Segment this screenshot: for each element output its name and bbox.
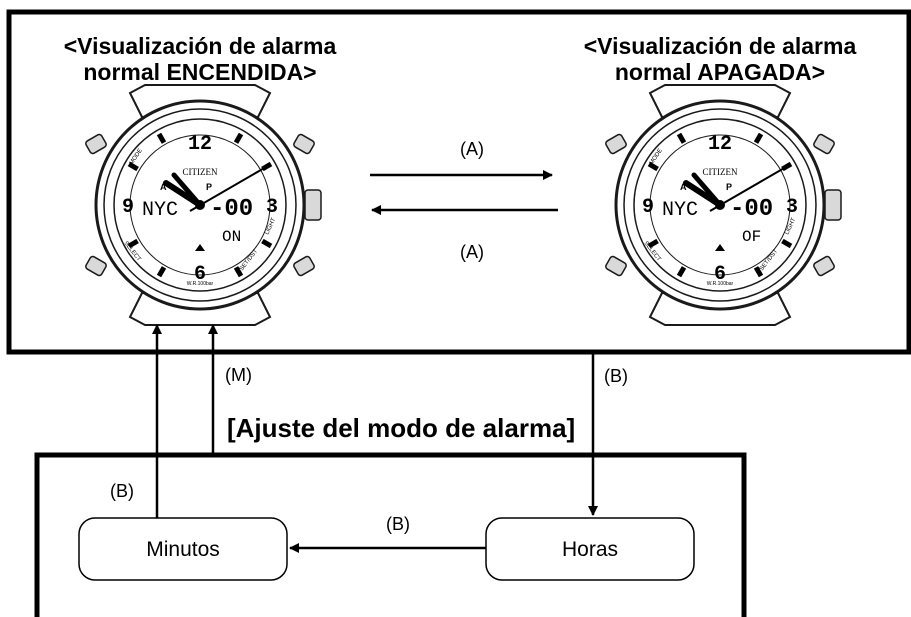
- pusher-bottom-right: [293, 255, 315, 277]
- hour-mark-6: 6: [714, 263, 726, 286]
- hand-pivot: [715, 200, 725, 210]
- label-b-left: (B): [110, 481, 134, 501]
- left-title-line2: normal ENCENDIDA>: [83, 59, 316, 85]
- alarm-bell-icon: [195, 244, 205, 251]
- depth-rating: W.R.100bar: [707, 281, 734, 287]
- hour-tick: [127, 238, 139, 249]
- hour-mark-3: 3: [786, 196, 798, 219]
- pusher-top-left: [85, 133, 107, 155]
- label-a-bottom: (A): [460, 242, 484, 262]
- indicator-a: A: [160, 182, 167, 192]
- watch-on-illustration: 12 3 6 9 MODE SELECT SET/DST LIGHT CITIZ…: [85, 84, 322, 326]
- alarm-status-on: ON: [222, 228, 241, 246]
- label-b-middle: (B): [386, 514, 410, 534]
- hour-mark-9: 9: [642, 196, 654, 219]
- pusher-top-right: [813, 133, 835, 155]
- hour-tick: [647, 161, 659, 172]
- indicator-p: P: [726, 182, 732, 192]
- pusher-top-right: [293, 133, 315, 155]
- indicator-p: P: [206, 182, 212, 192]
- pusher-bottom-left: [85, 255, 107, 277]
- bottom-panel-title: [Ajuste del modo de alarma]: [227, 413, 575, 443]
- crown: [304, 189, 322, 221]
- brand-logo: CITIZEN: [183, 167, 218, 177]
- left-title-line1: <Visualización de alarma: [64, 33, 337, 59]
- top-panel-frame: [6, 9, 911, 355]
- alarm-bell-icon: [715, 244, 725, 251]
- hour-ticks: [127, 132, 273, 278]
- pusher-top-left: [605, 133, 627, 155]
- hour-tick: [156, 132, 167, 144]
- right-title-line2: normal APAGADA>: [615, 59, 825, 85]
- crown: [824, 189, 842, 221]
- hour-mark-9: 9: [122, 196, 134, 219]
- hour-mark-12: 12: [708, 133, 732, 156]
- indicator-a: A: [680, 182, 687, 192]
- hour-ticks: [647, 132, 793, 278]
- pusher-bottom-left: [605, 255, 627, 277]
- hour-mark-12: 12: [188, 133, 212, 156]
- hour-tick: [647, 238, 659, 249]
- minute-hand: [691, 172, 723, 208]
- hour-tick: [676, 132, 687, 144]
- digital-time: -00: [210, 196, 253, 223]
- hour-tick: [753, 266, 764, 278]
- hour-tick: [127, 161, 139, 172]
- label-b-right: (B): [604, 366, 628, 386]
- horas-label: Horas: [562, 538, 618, 561]
- label-m: (M): [225, 365, 252, 385]
- hour-tick: [233, 266, 244, 278]
- label-a-top: (A): [460, 139, 484, 159]
- hour-mark-3: 3: [266, 196, 278, 219]
- watch-off-illustration: 12 3 6 9 MODE SELECT SET/DST LIGHT CITIZ…: [605, 84, 842, 326]
- hand-pivot: [195, 200, 205, 210]
- minute-hand: [171, 172, 203, 208]
- pusher-bottom-right: [813, 255, 835, 277]
- bottom-panel-frame: [34, 452, 747, 617]
- minutos-label: Minutos: [146, 538, 220, 561]
- digital-zone: NYC: [662, 199, 698, 222]
- hour-tick: [781, 238, 793, 249]
- hour-tick: [156, 266, 167, 278]
- hour-tick: [261, 238, 273, 249]
- digital-time: -00: [730, 196, 773, 223]
- hour-mark-6: 6: [194, 263, 206, 286]
- depth-rating: W.R.100bar: [187, 281, 214, 287]
- alarm-status-off: OF: [742, 228, 761, 246]
- digital-zone: NYC: [142, 199, 178, 222]
- hour-tick: [233, 132, 244, 144]
- hour-tick: [676, 266, 687, 278]
- hour-tick: [753, 132, 764, 144]
- right-title-line1: <Visualización de alarma: [584, 33, 857, 59]
- minutos-box: [78, 517, 288, 581]
- brand-logo: CITIZEN: [703, 167, 738, 177]
